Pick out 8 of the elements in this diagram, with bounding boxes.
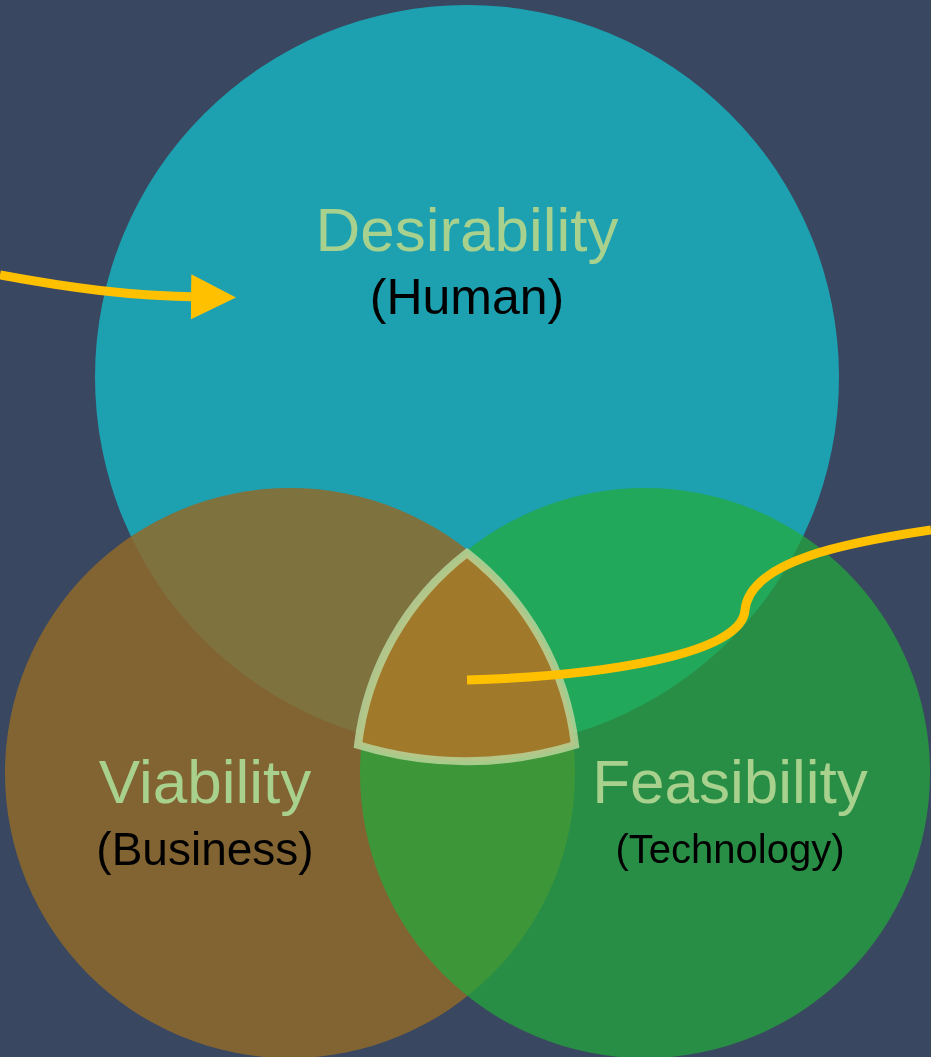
arrow: [0, 270, 236, 320]
region-title: Feasibility: [592, 746, 868, 818]
region-title: Desirability: [315, 194, 619, 266]
region-title: Viability: [97, 746, 313, 818]
region-subtitle: (Technology): [614, 826, 846, 873]
region-subtitle: (Human): [368, 268, 566, 327]
connector-line: [466, 525, 931, 685]
region-subtitle: (Business): [96, 822, 314, 877]
